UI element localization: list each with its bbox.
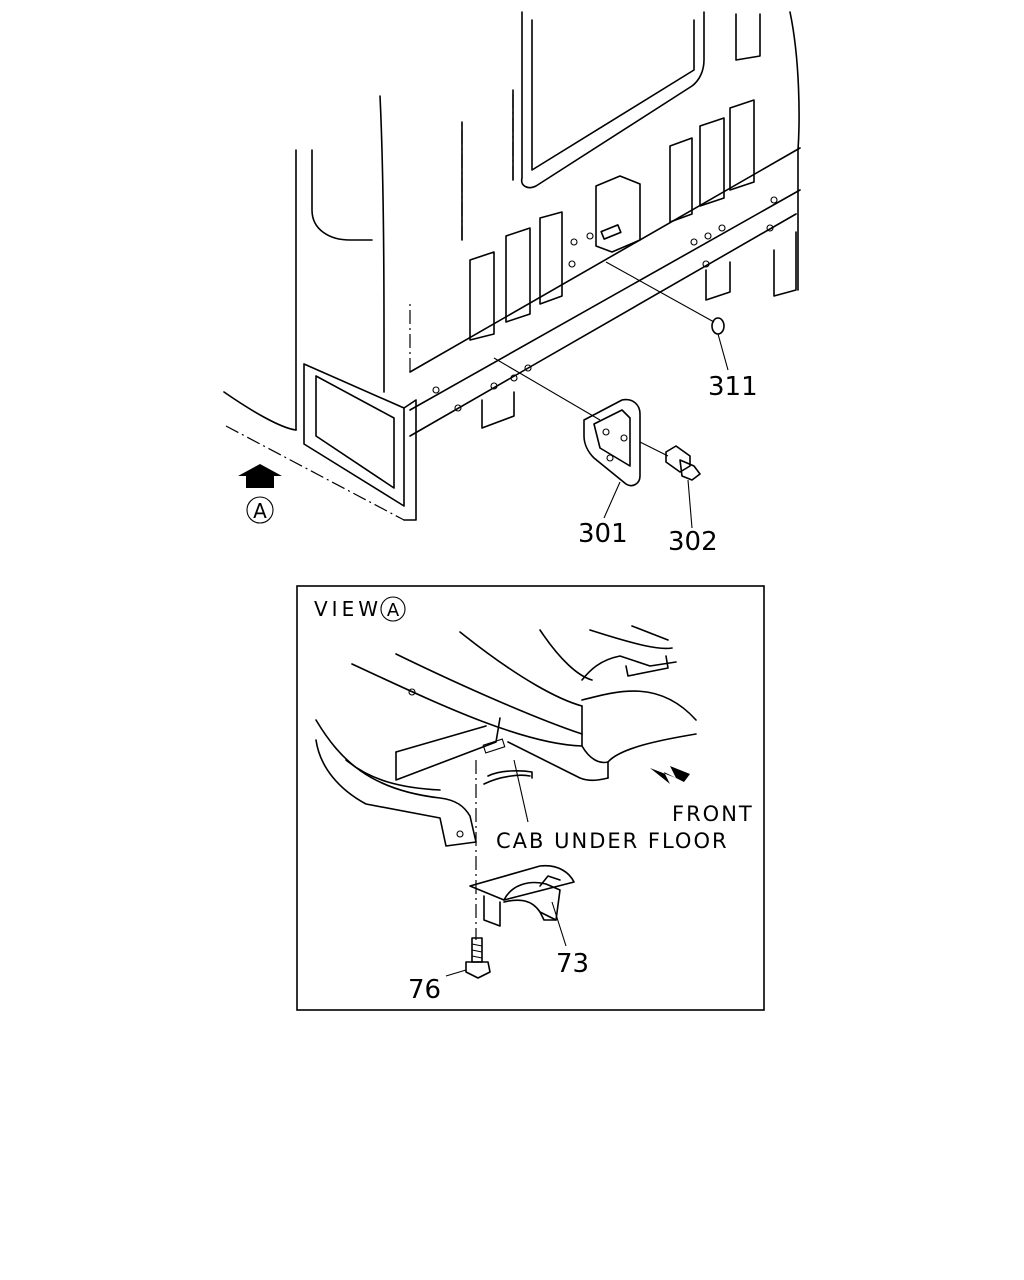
- mount-73-drawing: [469, 864, 575, 927]
- cab-under-floor-label: CAB UNDER FLOOR: [496, 829, 729, 853]
- callout-302: 302: [668, 527, 718, 557]
- view-marker-letter: A: [253, 499, 267, 523]
- front-arrow: [650, 766, 690, 784]
- callout-76: 76: [408, 975, 441, 1005]
- callout-301: 301: [578, 519, 628, 549]
- view-marker: A: [246, 496, 274, 524]
- front-label: FRONT: [672, 802, 754, 826]
- callout-73: 73: [556, 949, 589, 979]
- detail-view-title: VIEW: [314, 597, 382, 621]
- bracket-301-drawing: [583, 398, 641, 487]
- bolt-302-drawing: [639, 441, 701, 481]
- ring-311-drawing: [711, 317, 725, 335]
- rear-panel-ribs: [469, 99, 755, 341]
- view-direction-arrow: [238, 464, 282, 488]
- detail-view-panel: VIEW A: [296, 585, 765, 1011]
- panel-holes: [432, 196, 778, 412]
- detail-view-letter: A: [387, 600, 400, 621]
- callout-311: 311: [708, 372, 758, 402]
- under-floor-structure: [315, 625, 697, 847]
- cab-rear-illustration: [223, 11, 801, 521]
